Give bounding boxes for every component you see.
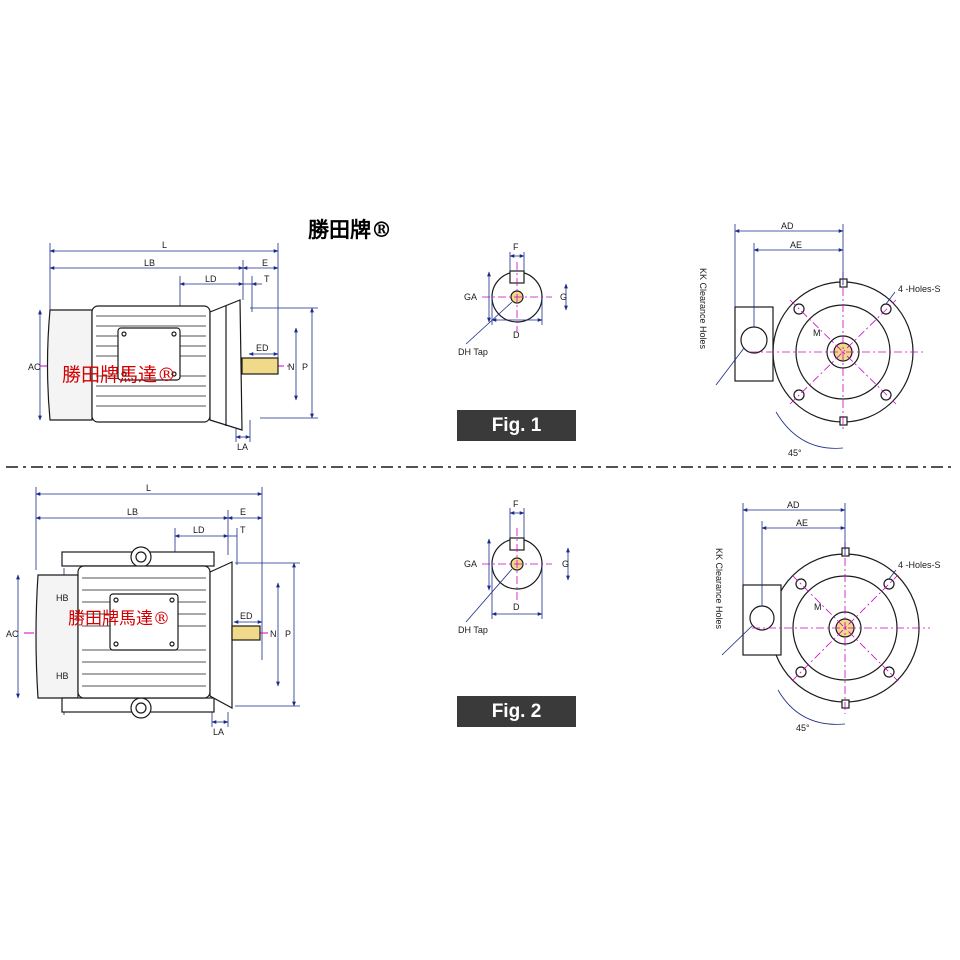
dim-F-2: F <box>513 499 519 509</box>
dim-P: P <box>302 362 308 372</box>
fig1-side-labels: L LB E LD T ED N P AC LA <box>28 240 308 452</box>
dim-LB: LB <box>144 258 155 268</box>
dim-LD-2: LD <box>193 525 205 535</box>
dim-D-2: D <box>513 602 520 612</box>
dim-AD: AD <box>781 221 794 231</box>
dim-D: D <box>513 330 520 340</box>
fig2-label: Fig. 2 <box>457 696 576 727</box>
dim-HB-bottom: HB <box>56 671 69 681</box>
dim-LA: LA <box>237 442 248 452</box>
dim-AC: AC <box>28 362 41 372</box>
fig2-flange-view <box>721 503 930 725</box>
holes-label-2: 4 -Holes-S <box>898 560 941 570</box>
dim-AE-2: AE <box>796 518 808 528</box>
fig1-shaft-labels: F GA G D DH Tap <box>458 242 567 357</box>
dim-AC-2: AC <box>6 629 19 639</box>
dim-E: E <box>262 258 268 268</box>
dim-GA-2: GA <box>464 559 477 569</box>
dim-G: G <box>560 292 567 302</box>
dim-N-2: N <box>270 629 277 639</box>
brand-title: 勝田牌® <box>308 217 392 242</box>
dim-P-2: P <box>285 629 291 639</box>
dim-L-2: L <box>146 483 151 493</box>
angle-label-2: 45° <box>796 723 810 733</box>
fig2-side-labels: L LB E LD T ED N P AC HB HB LA <box>6 483 291 737</box>
dim-HB-top: HB <box>56 593 69 603</box>
dim-ED: ED <box>256 343 269 353</box>
dim-N: N <box>288 362 295 372</box>
dim-AD-2: AD <box>787 500 800 510</box>
dim-DH-2: DH Tap <box>458 625 488 635</box>
fig1-shaft-view <box>465 252 568 345</box>
dim-E-2: E <box>240 507 246 517</box>
dim-LA-2: LA <box>213 727 224 737</box>
watermark-fig2: 勝田牌馬達® <box>68 609 170 629</box>
dim-AE: AE <box>790 240 802 250</box>
dim-L: L <box>162 240 167 250</box>
fig2-side-view <box>16 487 300 727</box>
dim-M: M <box>813 328 821 338</box>
fig2-shaft-view <box>465 508 570 623</box>
fig2-shaft-labels: F GA G D DH Tap <box>458 499 569 635</box>
dim-M-2: M <box>814 602 822 612</box>
dim-T: T <box>264 274 270 284</box>
kk-label-2: KK Clearance Holes <box>714 548 724 630</box>
fig1-side-view <box>38 243 318 442</box>
fig1-flange-labels: AD AE 4 -Holes-S M 45° KK Clearance Hole… <box>698 221 941 458</box>
watermark-fig1: 勝田牌馬達® <box>62 364 176 386</box>
fig1-flange-view <box>715 224 925 449</box>
dim-DH: DH Tap <box>458 347 488 357</box>
angle-label: 45° <box>788 448 802 458</box>
fig1-label: Fig. 1 <box>457 410 576 441</box>
dim-F: F <box>513 242 519 252</box>
dim-LD: LD <box>205 274 217 284</box>
dim-GA: GA <box>464 292 477 302</box>
dim-ED-2: ED <box>240 611 253 621</box>
dim-LB-2: LB <box>127 507 138 517</box>
dim-G-2: G <box>562 559 569 569</box>
fig2-flange-labels: AD AE 4 -Holes-S M 45° KK Clearance Hole… <box>714 500 941 733</box>
kk-label: KK Clearance Holes <box>698 268 708 350</box>
dim-T-2: T <box>240 525 246 535</box>
holes-label: 4 -Holes-S <box>898 284 941 294</box>
